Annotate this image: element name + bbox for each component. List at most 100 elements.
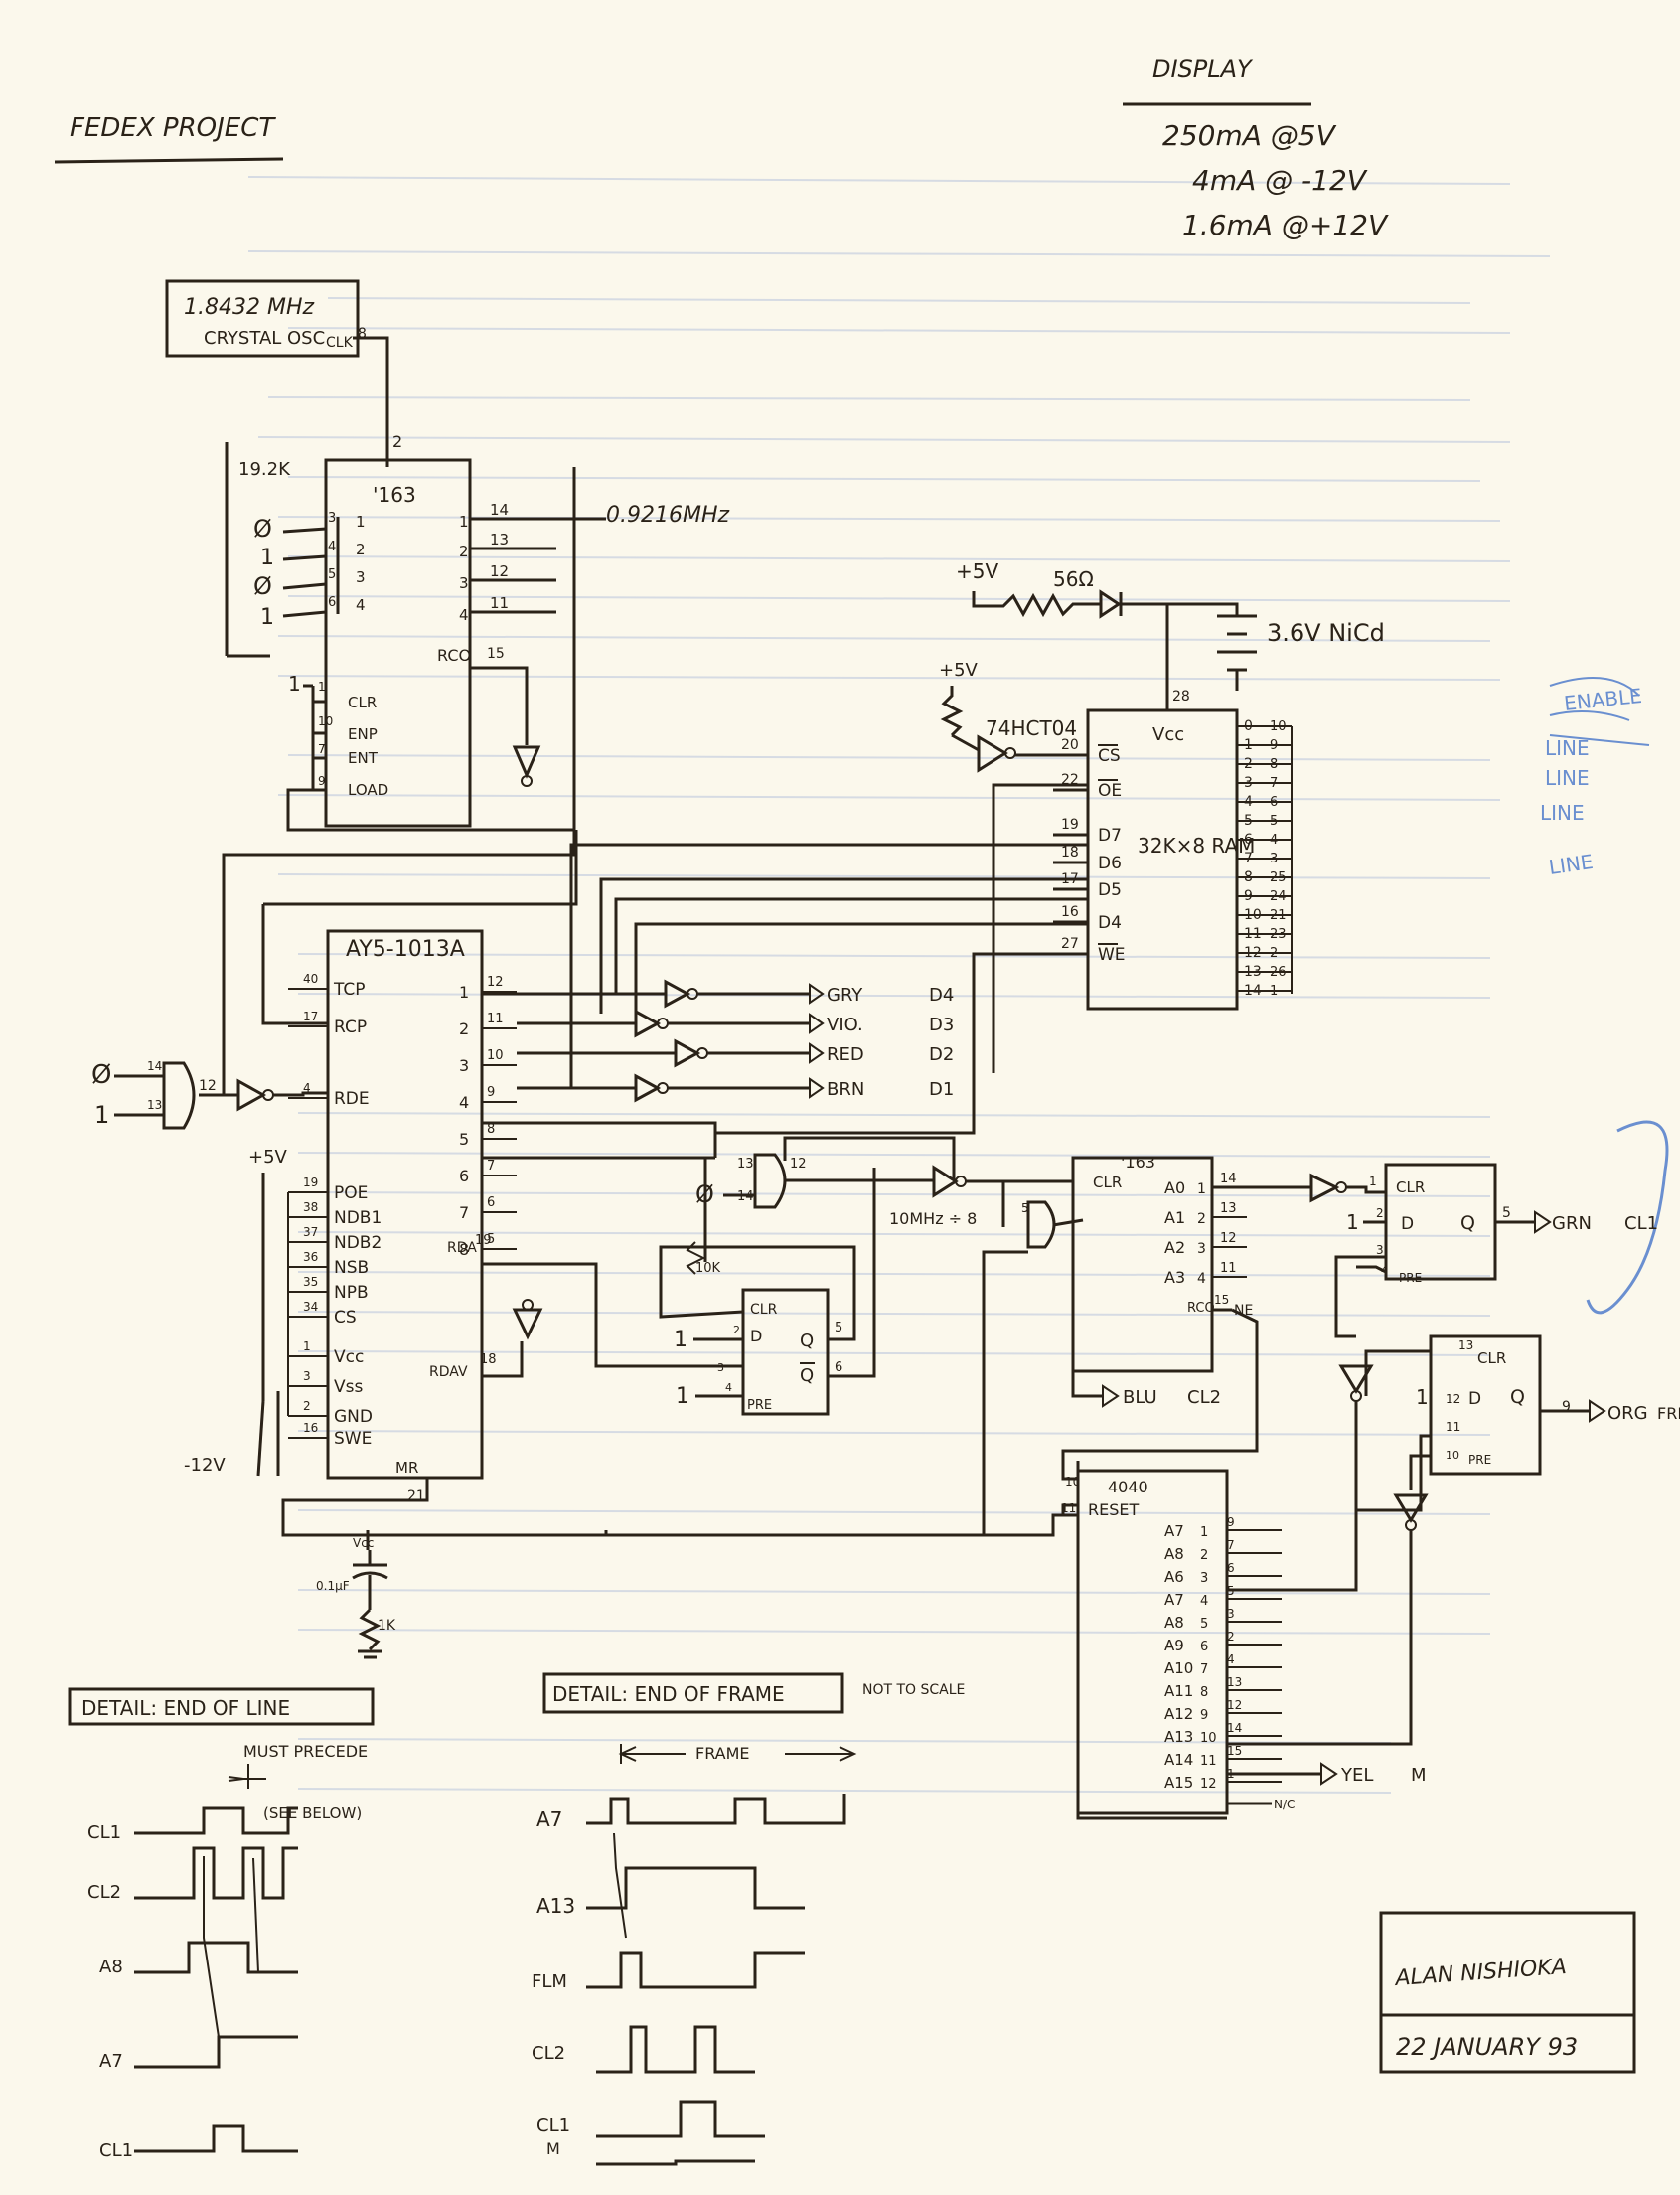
svg-text:5: 5 <box>1502 1205 1511 1221</box>
pin-name: A0 <box>1164 1178 1185 1197</box>
svg-text:1: 1 <box>318 680 326 694</box>
pin-number: 35 <box>303 1275 318 1289</box>
svg-text:CL1: CL1 <box>1624 1213 1658 1234</box>
pin-number: 11 <box>487 1012 504 1026</box>
display-current: 250mA @5V <box>1162 119 1337 152</box>
svg-text:2: 2 <box>356 541 366 558</box>
reset-wiring <box>283 1250 1301 1746</box>
pin-name: CS <box>334 1308 357 1328</box>
svg-text:YEL: YEL <box>1340 1765 1373 1786</box>
signal-label: CL1 <box>99 2140 133 2161</box>
led-color: BRN <box>827 1079 864 1100</box>
pin-name: Vss <box>334 1377 363 1397</box>
pin-index: 4 <box>1197 1271 1206 1287</box>
svg-text:74HCT04: 74HCT04 <box>986 716 1077 740</box>
margin-note: LINE <box>1540 801 1585 825</box>
pin-index: 3 <box>1197 1241 1206 1257</box>
svg-text:-12V: -12V <box>184 1455 226 1476</box>
pin-number: 9 <box>487 1085 495 1100</box>
pin-name: 6 <box>459 1167 469 1185</box>
svg-text:14: 14 <box>147 1059 162 1073</box>
svg-text:14: 14 <box>490 501 509 519</box>
svg-text:1.8432 MHz: 1.8432 MHz <box>184 295 314 320</box>
svg-text:D: D <box>1401 1214 1414 1234</box>
svg-text:1: 1 <box>356 513 366 531</box>
margin-notes: ENABLE LINE LINE LINE LINE <box>1540 677 1669 1315</box>
pin-name: A8 <box>1164 1614 1184 1632</box>
chip-part: '163 <box>373 483 416 507</box>
pin-name: GND <box>334 1407 373 1427</box>
svg-text:2: 2 <box>392 432 402 451</box>
svg-text:4: 4 <box>459 606 469 624</box>
pin-name: 8 <box>459 1240 469 1259</box>
pin-number: 7 <box>1227 1538 1235 1552</box>
pin-number: 40 <box>303 972 318 986</box>
svg-text:1K: 1K <box>378 1618 396 1634</box>
chip-part: 4040 <box>1108 1478 1148 1496</box>
svg-text:13: 13 <box>1458 1338 1473 1352</box>
svg-text:D: D <box>1468 1389 1481 1409</box>
svg-text:11: 11 <box>1446 1420 1460 1434</box>
signal-label: FLM <box>532 1971 567 1992</box>
pin-name: OE <box>1098 781 1122 801</box>
margin-note: LINE <box>1545 766 1590 790</box>
svg-text:19.2K: 19.2K <box>238 459 291 480</box>
pin-name: 4 <box>459 1093 469 1112</box>
svg-text:2: 2 <box>459 543 469 560</box>
pin-number: 10 <box>487 1048 504 1063</box>
pin-name: NDB1 <box>334 1208 382 1228</box>
detail-title: DETAIL: END OF FRAME <box>552 1682 785 1706</box>
pin-number: 3 <box>303 1369 311 1383</box>
pin-name: 7 <box>459 1203 469 1222</box>
pin-name: 5 <box>459 1130 469 1149</box>
svg-text:6: 6 <box>835 1360 842 1375</box>
svg-text:3: 3 <box>356 568 366 586</box>
svg-text:BLU: BLU <box>1123 1387 1157 1408</box>
uart-ay5-1013a: AY5-1013A 40TCP17RCP4RDE19POE38NDB137NDB… <box>184 929 608 1550</box>
pin-name: A9 <box>1164 1637 1184 1654</box>
signal-label: A7 <box>99 2051 123 2072</box>
pin-number: 13 <box>1220 1201 1237 1216</box>
svg-text:1: 1 <box>1416 1385 1429 1409</box>
pin-name: RCP <box>334 1018 367 1037</box>
flipflop-2: CLR D Q PRE 1 1 2 3 4 5 GRN CL1 <box>1334 1163 1658 1338</box>
pin-name: NPB <box>334 1283 369 1303</box>
pin-number: 2 <box>303 1399 311 1413</box>
reset-network: Vcc 0.1µF 1K <box>316 1536 396 1659</box>
pin-name: RDE <box>334 1089 370 1109</box>
svg-text:ENT: ENT <box>348 749 379 767</box>
pin-number: 38 <box>303 1200 318 1214</box>
svg-text:1: 1 <box>288 672 301 696</box>
pin-index: 11 <box>1200 1754 1217 1769</box>
input-gate: Ø 1 14 13 12 <box>91 830 578 1130</box>
svg-text:1: 1 <box>459 513 469 531</box>
signal-label: CL2 <box>532 2043 565 2064</box>
svg-text:10: 10 <box>318 714 333 728</box>
pin-name: WE <box>1098 945 1126 965</box>
svg-text:3: 3 <box>1376 1243 1384 1257</box>
pin-name: D5 <box>1098 880 1122 900</box>
pin-number: 36 <box>303 1250 318 1264</box>
page-title: FEDEX PROJECT <box>70 113 276 143</box>
detail-note: (SEE BELOW) <box>263 1804 362 1822</box>
pin-number: 12 <box>1227 1698 1242 1712</box>
pin-number: 6 <box>487 1195 495 1210</box>
pin-number: 37 <box>303 1225 318 1239</box>
pin-name: NDB2 <box>334 1233 382 1253</box>
pin-number: 19 <box>1061 817 1079 833</box>
pin-index: 6 <box>1200 1640 1208 1654</box>
pin-number: 16 <box>1061 904 1079 920</box>
pin-name: A12 <box>1164 1705 1193 1723</box>
pin-index: 5 <box>1200 1617 1208 1632</box>
svg-text:LOAD: LOAD <box>348 781 388 799</box>
svg-text:RESET: RESET <box>1088 1500 1139 1519</box>
pin-number: 5 <box>487 1232 495 1247</box>
detail-end-of-frame: DETAIL: END OF FRAME NOT TO SCALE FRAME … <box>532 1672 965 2166</box>
pin-name: A1 <box>1164 1208 1185 1227</box>
svg-text:NE: NE <box>1234 1303 1253 1319</box>
input-bit: 1 <box>260 605 274 630</box>
detail-note: NOT TO SCALE <box>862 1682 965 1698</box>
led-digit: D4 <box>929 985 954 1006</box>
